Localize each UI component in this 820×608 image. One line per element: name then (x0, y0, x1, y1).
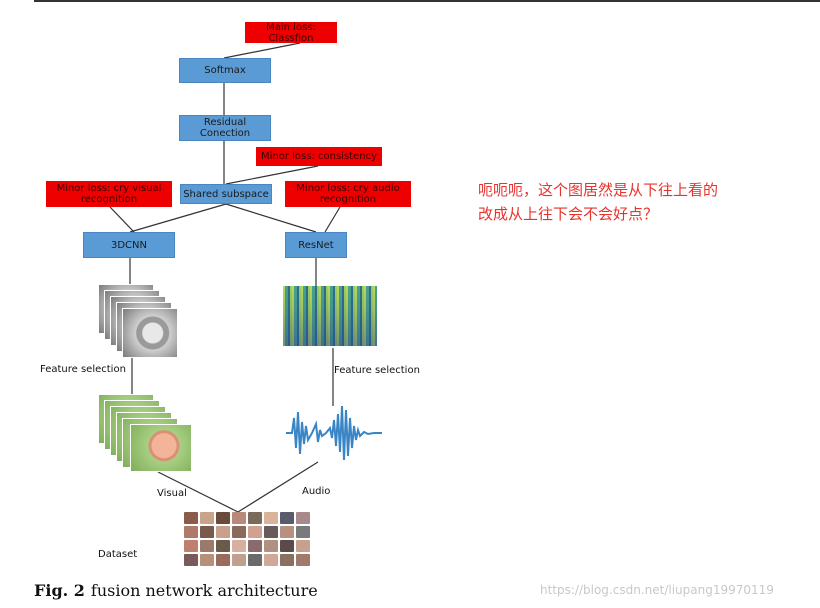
dataset-thumbnail-grid (184, 512, 310, 566)
line-wave-dataset (237, 461, 319, 513)
line-shared-3dcnn (129, 203, 227, 233)
3dcnn-box: 3DCNN (83, 232, 175, 258)
watermark: https://blog.csdn.net/liupang19970119 (540, 583, 774, 597)
residual-box: Residual Conection (179, 115, 271, 141)
figure-caption: Fig. 2 fusion network architecture (34, 581, 318, 600)
main-loss-box: Main loss: Classfion (245, 22, 337, 44)
figure-caption-text: fusion network architecture (90, 581, 318, 600)
line-visualloss-3dcnn (109, 206, 135, 233)
line-shared-resnet (225, 203, 317, 233)
shared-subspace-box: Shared subspace (180, 184, 272, 204)
dataset-label: Dataset (98, 549, 138, 560)
waveform-image (286, 405, 382, 461)
annotation-note-line1: 呃呃呃，这个图居然是从下往上看的 (478, 181, 719, 199)
resnet-box: ResNet (285, 232, 347, 258)
feature-selection-right-label: Feature selection (334, 365, 420, 376)
line-consistency-shared (225, 165, 319, 185)
feature-selection-left-label: Feature selection (40, 364, 126, 375)
minor-loss-consistency-box: Minor loss: consistency (256, 147, 382, 166)
annotation-note: 呃呃呃，这个图居然是从下往上看的 改成从上往下会不会好点？ (478, 178, 788, 226)
figure-label: Fig. 2 (34, 581, 85, 600)
softmax-box: Softmax (179, 58, 271, 83)
audio-label: Audio (302, 486, 331, 497)
line-mainloss-softmax (223, 42, 301, 59)
minor-loss-visual-box: Minor loss: cry visual recognition (46, 181, 172, 207)
visual-label: Visual (157, 488, 187, 499)
line-baby-dataset (157, 471, 239, 513)
line-audioloss-resnet (324, 206, 341, 233)
spectrogram-image (283, 286, 377, 346)
minor-loss-audio-box: Minor loss: cry audio recognition (285, 181, 411, 207)
annotation-note-line2: 改成从上往下会不会好点？ (478, 205, 659, 223)
top-rule (34, 0, 820, 2)
